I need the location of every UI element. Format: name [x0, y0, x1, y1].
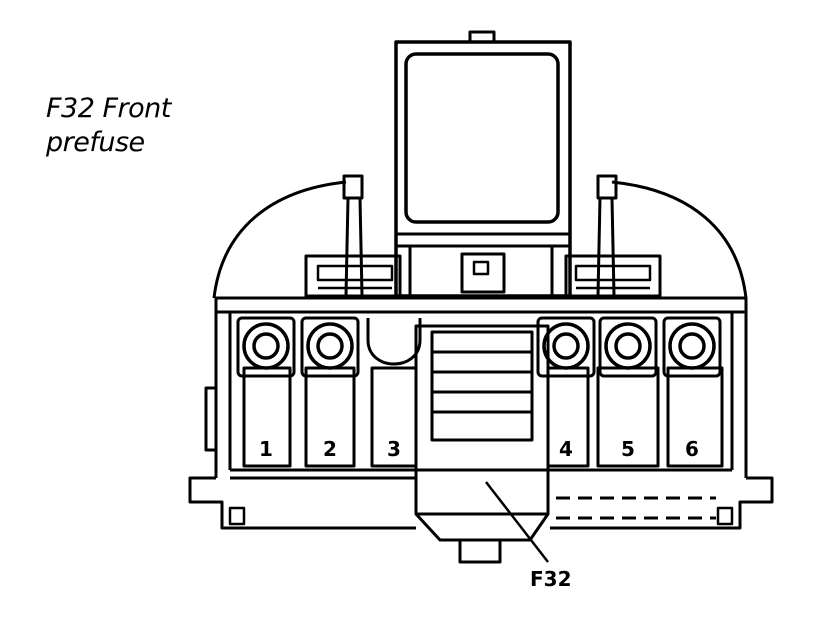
- bolt-inner-ring: [678, 332, 706, 360]
- left-arch: [212, 180, 347, 299]
- title-line-1: F32 Front: [46, 93, 171, 124]
- terminal-slot-2: 2: [300, 316, 360, 468]
- terminal-slot-4: 4: [536, 316, 596, 468]
- bolt-inner-ring: [252, 332, 280, 360]
- bolt-outer-ring: [604, 322, 652, 370]
- bottom-flange: [188, 476, 774, 530]
- left-clip: [204, 386, 216, 452]
- terminal-slot-5: 5: [596, 316, 660, 468]
- right-step: [564, 254, 662, 298]
- terminal-pad: [598, 316, 658, 378]
- terminal-slot-1: 1: [236, 316, 296, 468]
- terminal-slot-6: 6: [662, 316, 724, 468]
- terminal-bar: [370, 366, 418, 468]
- terminal-slots: 1 2 3 4 5 6: [236, 316, 724, 468]
- terminal-slot-label: 4: [559, 437, 573, 461]
- bolt-inner-ring: [316, 332, 344, 360]
- central-relay: [394, 30, 572, 298]
- bolt-inner-ring: [614, 332, 642, 360]
- terminal-pad: [236, 316, 296, 378]
- central-fuse: [414, 324, 550, 564]
- terminal-pad: [300, 316, 360, 378]
- main-housing: [214, 296, 748, 478]
- terminal-socket: [366, 318, 422, 366]
- terminal-pad: [536, 316, 596, 378]
- bolt-outer-ring: [542, 322, 590, 370]
- terminal-bar: [666, 366, 724, 468]
- left-step: [304, 254, 402, 298]
- right-arch: [611, 180, 748, 299]
- left-post: [342, 174, 364, 297]
- bolt-outer-ring: [306, 322, 354, 370]
- terminal-bar: [596, 366, 660, 468]
- f32-callout-label: F32: [530, 567, 572, 591]
- terminal-slot-label: 3: [387, 437, 401, 461]
- f32-leader-line: [485, 481, 549, 563]
- terminal-slot-label: 2: [323, 437, 337, 461]
- right-post: [596, 174, 618, 297]
- terminal-slot-label: 5: [621, 437, 635, 461]
- terminal-slot-3: 3: [366, 318, 422, 468]
- terminal-pad: [662, 316, 722, 378]
- diagram-title: F32 Front prefuse: [46, 92, 246, 160]
- bolt-outer-ring: [668, 322, 716, 370]
- bolt-outer-ring: [242, 322, 290, 370]
- terminal-slot-label: 6: [685, 437, 699, 461]
- terminal-slot-label: 1: [259, 437, 273, 461]
- title-line-2: prefuse: [46, 127, 145, 158]
- bolt-inner-ring: [552, 332, 580, 360]
